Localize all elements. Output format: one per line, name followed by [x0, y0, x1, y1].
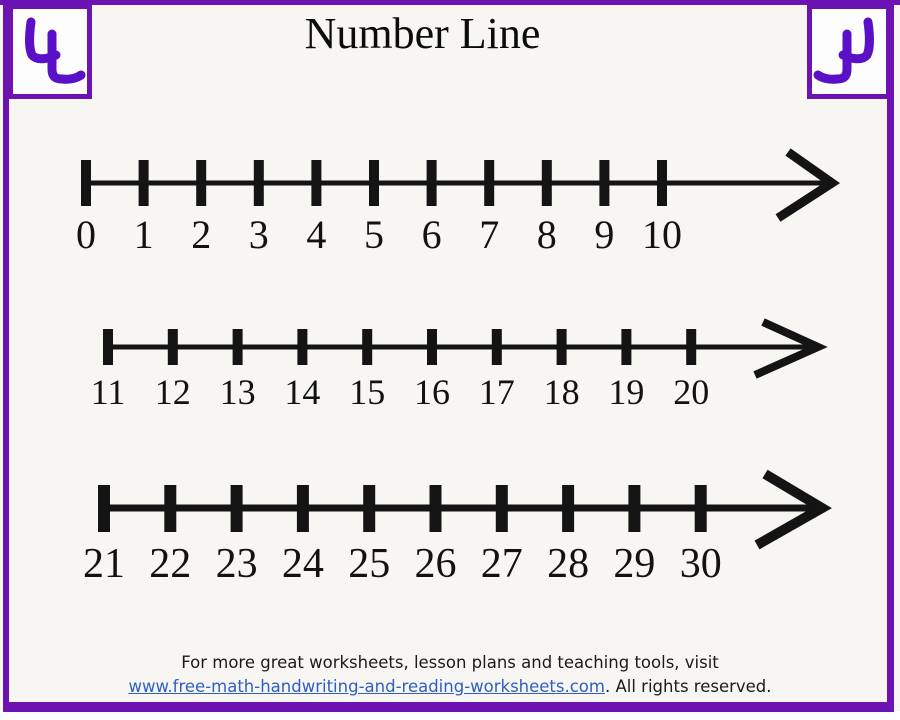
tick-label: 17	[478, 372, 515, 412]
arrowhead-icon	[775, 148, 841, 222]
tick-label: 1	[133, 212, 154, 257]
axis-line	[100, 504, 820, 512]
number-line-svg	[81, 148, 841, 222]
page-border-right	[887, 0, 894, 711]
tick-mark	[426, 160, 437, 206]
tick-label: 5	[364, 212, 384, 257]
tick-mark	[686, 329, 697, 365]
tick-label: 20	[673, 372, 710, 412]
axis-line	[84, 180, 827, 186]
tick-mark	[556, 329, 567, 365]
tick-mark	[230, 485, 243, 532]
tick-mark	[98, 485, 110, 532]
tick-label: 6	[421, 212, 442, 257]
tick-mark	[541, 160, 552, 206]
tick-mark	[562, 485, 575, 532]
page-border-bottom	[3, 702, 894, 712]
tick-label: 28	[547, 541, 590, 587]
corner-logo-box-right	[807, 4, 891, 99]
tick-label: 14	[284, 372, 321, 412]
tick-label: 26	[414, 541, 457, 587]
tick-label: 16	[414, 372, 450, 412]
tick-label: 24	[281, 541, 324, 587]
tick-label: 9	[594, 212, 615, 257]
tick-mark	[599, 160, 610, 206]
tick-label: 21	[83, 541, 125, 587]
tick-label: 2	[191, 212, 212, 257]
number-line: 21 22 23 24 25 26 27 28 29 30	[70, 465, 870, 595]
tick-label: 27	[480, 541, 523, 587]
tick-mark	[694, 485, 707, 532]
tick-label: 8	[536, 212, 557, 257]
tick-label: 25	[348, 541, 391, 587]
tick-label: 22	[149, 541, 192, 587]
tick-label: 18	[543, 372, 580, 412]
arrowhead-icon	[754, 469, 832, 550]
tick-label: 12	[154, 372, 191, 412]
tick-mark	[253, 160, 264, 206]
tick-label: 3	[248, 212, 269, 257]
tick-label: 13	[219, 372, 256, 412]
tick-mark	[362, 329, 373, 365]
tick-mark	[103, 329, 113, 365]
tick-mark	[628, 485, 641, 532]
tick-mark	[621, 329, 632, 365]
tick-mark	[369, 160, 379, 206]
footer-rights-text: . All rights reserved.	[604, 677, 772, 696]
tick-mark	[311, 160, 322, 206]
handwritten-4-icon	[25, 17, 86, 84]
axis-line	[106, 344, 818, 350]
page-border-top	[0, 0, 900, 5]
footer-text-line1: For more great worksheets, lesson plans …	[181, 653, 719, 672]
tick-mark	[81, 160, 91, 206]
tick-label: 4	[306, 212, 327, 257]
footer: For more great worksheets, lesson plans …	[0, 651, 900, 699]
tick-mark	[138, 160, 149, 206]
tick-label: 11	[90, 372, 126, 412]
tick-mark	[167, 329, 178, 365]
page-title: Number Line	[304, 9, 541, 58]
page-border-left	[3, 0, 9, 711]
tick-label: 15	[349, 372, 386, 412]
tick-mark	[427, 329, 437, 365]
tick-mark	[484, 160, 495, 206]
tick-mark	[164, 485, 177, 532]
tick-mark	[491, 329, 502, 365]
tick-label: 29	[613, 541, 656, 587]
tick-label: 23	[215, 541, 258, 587]
handwritten-4-mirrored-icon	[813, 17, 874, 84]
footer-text-line2: www.free-math-handwriting-and-reading-wo…	[0, 675, 900, 699]
tick-label: 10	[642, 212, 682, 257]
tick-mark	[296, 485, 309, 532]
tick-mark	[657, 160, 667, 206]
website-link[interactable]: www.free-math-handwriting-and-reading-wo…	[128, 677, 605, 696]
tick-mark	[196, 160, 207, 206]
number-line-svg	[103, 318, 828, 379]
tick-label: 7	[479, 212, 500, 257]
tick-label: 0	[76, 212, 96, 257]
tick-mark	[232, 329, 243, 365]
tick-label: 30	[679, 541, 722, 587]
tick-mark	[297, 329, 308, 365]
tick-mark	[429, 485, 442, 532]
corner-logo-box-left	[8, 4, 92, 99]
number-line-svg	[98, 469, 832, 550]
tick-mark	[495, 485, 508, 532]
tick-mark	[363, 485, 376, 532]
number-line: 11 12 13 14 15 16 17 18 19 20	[70, 305, 870, 417]
arrowhead-icon	[753, 318, 828, 379]
tick-label: 19	[608, 372, 645, 412]
